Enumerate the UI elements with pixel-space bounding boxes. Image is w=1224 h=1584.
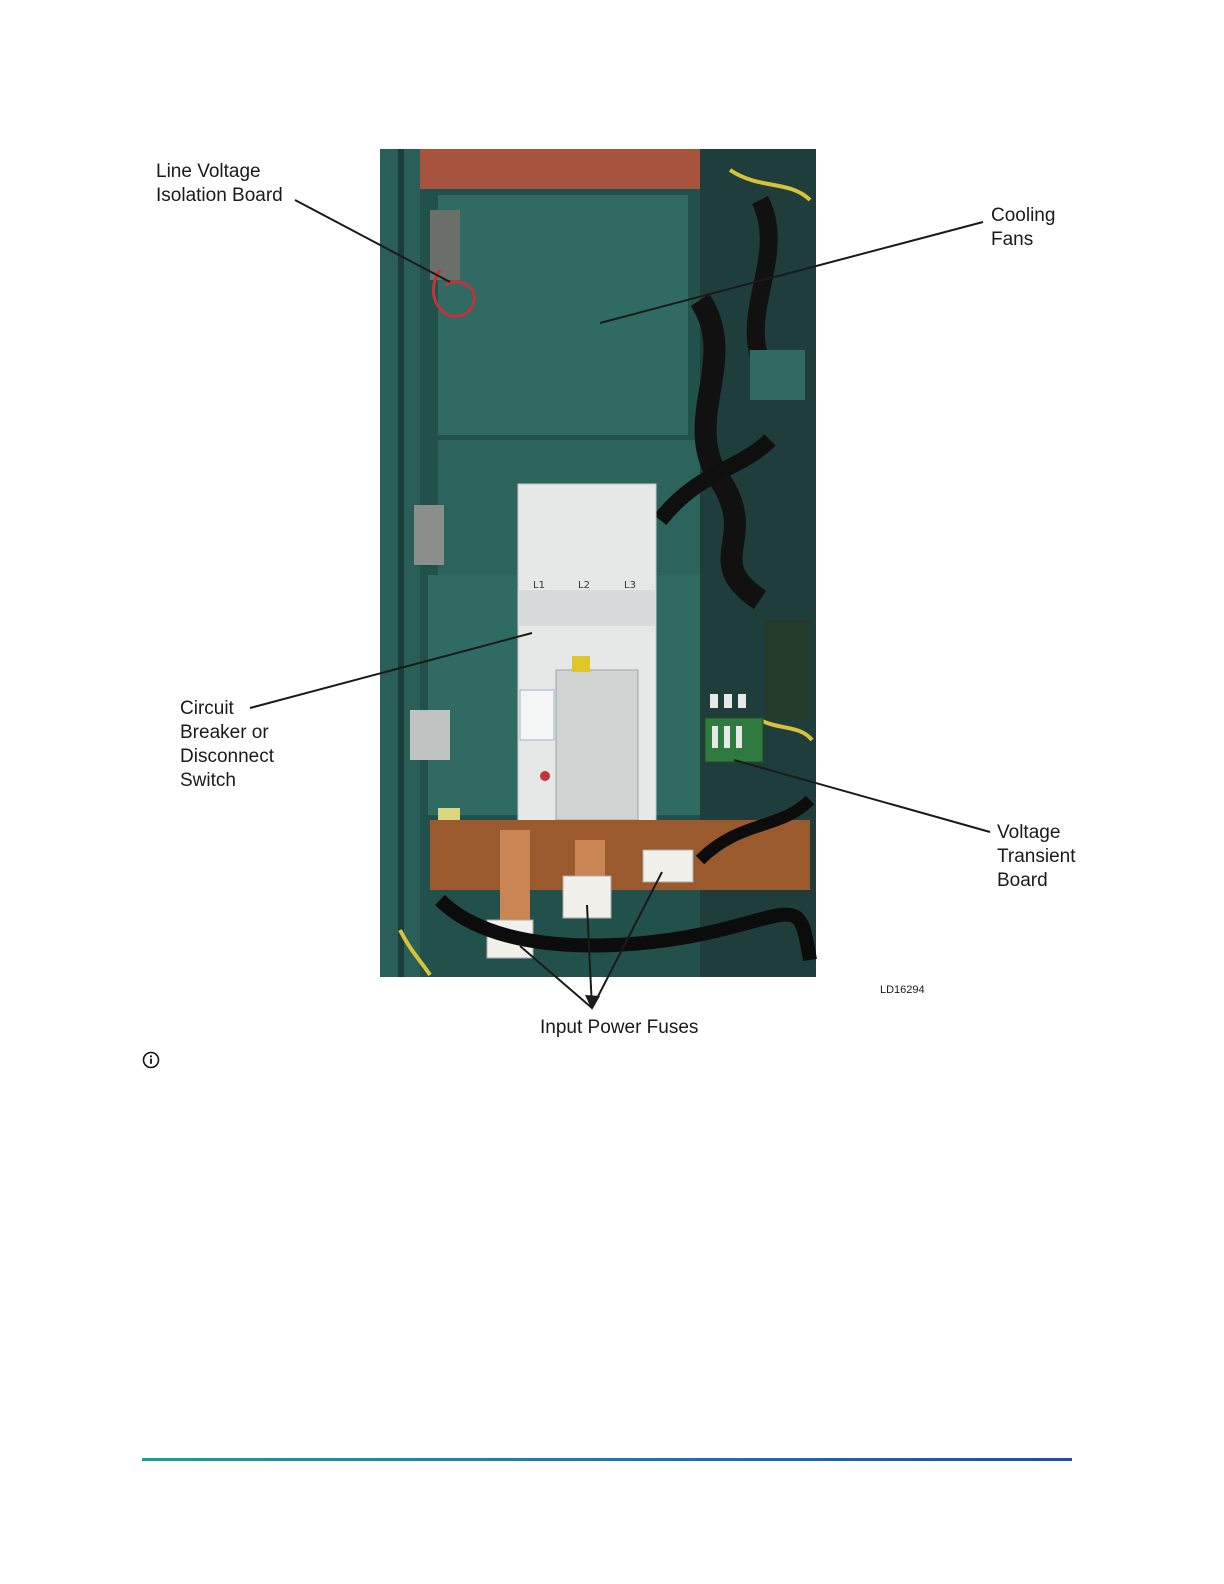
callout-cooling-fans: Cooling Fans	[991, 204, 1055, 252]
callout-line: Voltage	[997, 821, 1076, 845]
info-circle-icon[interactable]	[142, 1051, 160, 1069]
breaker-phase-l2: L2	[578, 580, 590, 591]
callout-line: Disconnect	[180, 745, 274, 769]
callout-line: Circuit	[180, 697, 274, 721]
breaker-phase-l1: L1	[533, 580, 545, 591]
callout-line: Switch	[180, 769, 274, 793]
callout-line: Breaker or	[180, 721, 274, 745]
figure-id: LD16294	[880, 984, 925, 996]
cabinet-top-strip	[420, 149, 720, 189]
input-fuse-3	[643, 850, 693, 882]
footer-divider	[142, 1458, 1072, 1461]
callout-input-power-fuses: Input Power Fuses	[540, 1016, 698, 1040]
callout-line: Board	[997, 869, 1076, 893]
breaker-phase-l3: L3	[624, 580, 636, 591]
callout-line: Line Voltage	[156, 160, 283, 184]
callout-line: Transient	[997, 845, 1076, 869]
callout-voltage-transient-board: Voltage Transient Board	[997, 821, 1076, 893]
callout-line-voltage-isolation-board: Line Voltage Isolation Board	[156, 160, 283, 208]
callout-line: Isolation Board	[156, 184, 283, 208]
callout-line: Input Power Fuses	[540, 1016, 698, 1040]
callout-line: Fans	[991, 228, 1055, 252]
callout-line: Cooling	[991, 204, 1055, 228]
cooling-fan-panel	[438, 195, 688, 435]
callout-circuit-breaker: Circuit Breaker or Disconnect Switch	[180, 697, 274, 793]
